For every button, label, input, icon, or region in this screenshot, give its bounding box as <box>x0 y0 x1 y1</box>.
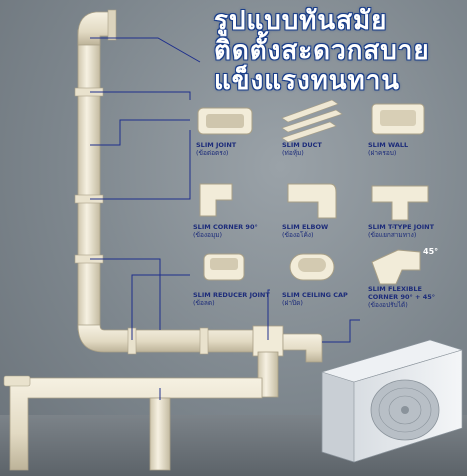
slim-elbow-icon <box>287 183 337 219</box>
slim-t-type-joint-icon <box>371 185 429 221</box>
t-joint-riser <box>252 325 323 398</box>
slim-wall-icon <box>371 103 425 135</box>
product-caption-slim-flexible: SLIM FLEXIBLE CORNER 90° + 45° (ข้องอปรั… <box>368 285 436 309</box>
product-caption-slim-corner: SLIM CORNER 90° (ข้องอมุม) <box>193 223 258 239</box>
lower-horizontal-duct <box>77 324 256 355</box>
leader-lines <box>90 37 360 400</box>
slim-flexible-corner-icon <box>371 249 421 285</box>
outdoor-ac-unit <box>320 339 464 463</box>
slim-duct-icon <box>281 99 343 143</box>
headline: รูปแบบทันสมัย ติดตั้งสะดวกสบาย แข็งแรงทน… <box>214 6 464 96</box>
vertical-duct <box>74 29 104 331</box>
product-caption-slim-joint: SLIM JOINT (ข้อต่อตรง) <box>196 141 237 157</box>
slim-corner-90-icon <box>199 183 233 217</box>
slim-reducer-joint-icon <box>203 253 245 281</box>
product-caption-slim-t-type: SLIM T-TYPE JOINT (ข้อแยกสามทาง) <box>368 223 435 239</box>
top-elbow <box>77 9 117 46</box>
headline-line-1: รูปแบบทันสมัย <box>214 6 388 36</box>
product-caption-slim-ceiling-cap: SLIM CEILING CAP (ฝาปิด) <box>282 291 348 307</box>
product-caption-slim-reducer: SLIM REDUCER JOINT (ข้อลด) <box>193 291 270 307</box>
headline-line-3: แข็งแรงทนทาน <box>214 66 401 96</box>
slim-ceiling-cap-icon <box>289 253 335 281</box>
angle-label: 45° <box>423 247 439 256</box>
headline-line-2: ติดตั้งสะดวกสบาย <box>214 36 430 66</box>
product-caption-slim-elbow: SLIM ELBOW (ข้องอโค้ง) <box>282 223 329 239</box>
product-caption-slim-duct: SLIM DUCT (ท่อหุ้ม) <box>282 141 322 157</box>
floor-duct <box>3 375 263 471</box>
product-caption-slim-wall: SLIM WALL (ฝาครอบ) <box>368 141 409 157</box>
slim-joint-icon <box>197 107 253 135</box>
